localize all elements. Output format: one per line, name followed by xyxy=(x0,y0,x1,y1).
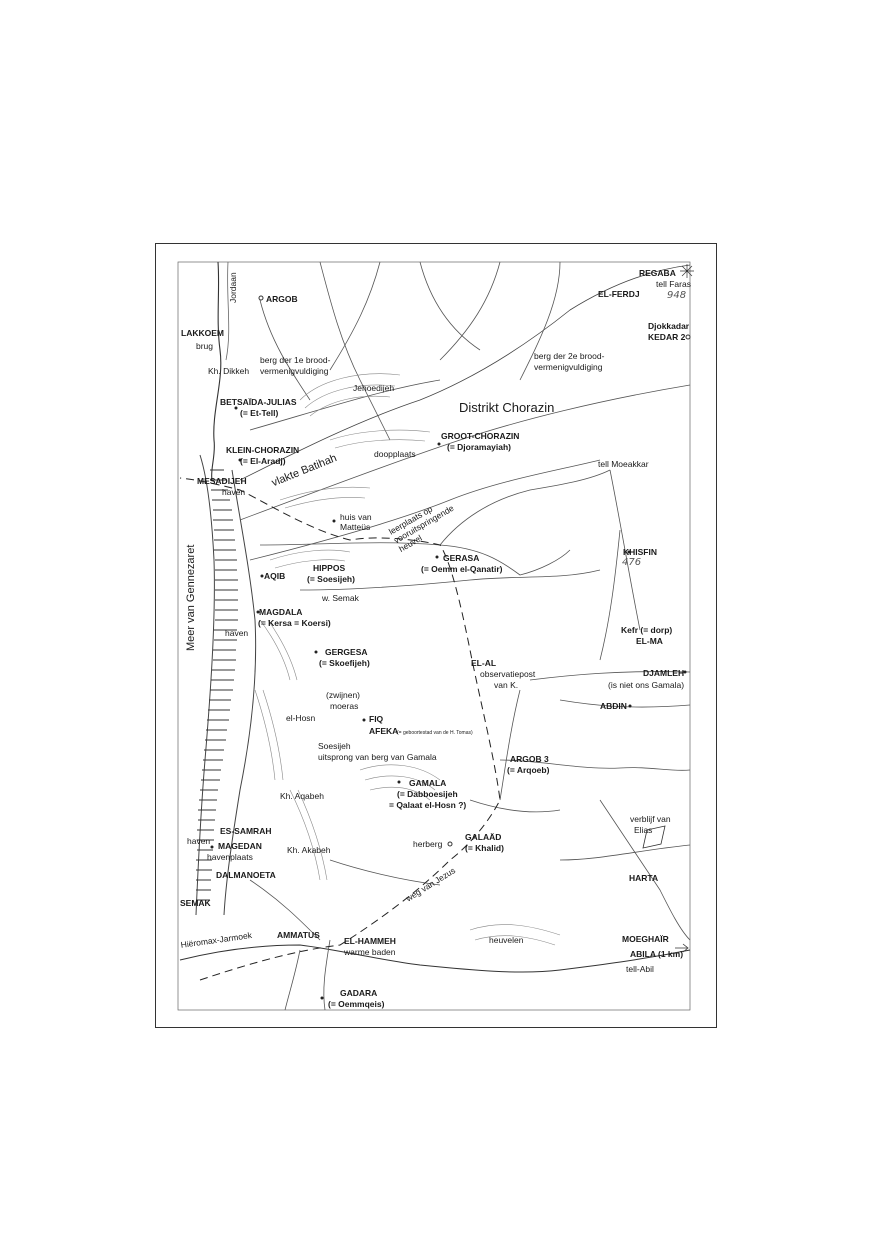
place-tell-faras: tell Faras xyxy=(656,279,691,289)
place-oemm-el-qanatir: (= Oemm el-Qanatir) xyxy=(421,564,503,574)
place-brug: brug xyxy=(196,341,214,351)
page-number-948: 948 xyxy=(667,290,687,301)
huis-mattheus-1: huis van xyxy=(340,512,372,522)
place-oemmqeis: (= Oemmqeis) xyxy=(328,999,385,1009)
place-argob: ARGOB xyxy=(266,294,298,304)
place-dalmanoeta: DALMANOETA xyxy=(216,870,276,880)
place-moeghair: MOEGHAÏR xyxy=(622,934,669,944)
place-groot-chorazin: GROOT-CHORAZIN xyxy=(441,431,520,441)
place-argob-3: ARGOB 3 xyxy=(510,754,549,764)
place-kersa: (= Kersa = Koersi) xyxy=(258,618,331,628)
place-soesijeh-2: Soesijeh xyxy=(318,741,351,751)
place-semak: SEMAK xyxy=(180,898,211,908)
place-djokkadar: Djokkadar xyxy=(648,321,690,331)
place-abila: ABILA (1 km) xyxy=(630,949,684,959)
place-et-tell: (= Et-Tell) xyxy=(240,408,279,418)
place-niet-gamala: (is niet ons Gamala) xyxy=(608,680,685,690)
map-frame xyxy=(155,243,717,1028)
place-gerasa: GERASA xyxy=(443,553,480,563)
place-w-semak: w. Semak xyxy=(322,593,359,603)
page-number-476: 476 xyxy=(622,557,642,568)
berg2-line1: berg der 2e brood- xyxy=(534,351,605,361)
district-label: Distrikt Chorazin xyxy=(459,400,555,415)
place-uitsprong: uitsprong van berg van Gamala xyxy=(318,752,437,762)
place-el-ferdj: EL-FERDJ xyxy=(598,289,640,299)
place-kh-dikkeh: Kh. Dikkeh xyxy=(208,366,250,376)
place-kh-akabeh: Kh. Akabeh xyxy=(287,845,331,855)
place-hippos: HIPPOS xyxy=(313,563,346,573)
place-haven-3: haven xyxy=(187,836,211,846)
huis-mattheus-2: Matteüs xyxy=(340,522,371,532)
berg2-line2: vermenigvuldiging xyxy=(534,362,603,372)
place-geboortestad: (= geboortestad van de H. Tomas) xyxy=(397,730,473,736)
place-tell-abil: tell-Abil xyxy=(626,964,654,974)
verblijf-1: verblijf van xyxy=(630,814,671,824)
place-khisfin: KHISFIN xyxy=(623,547,657,557)
place-djoramayiah: (= Djoramayiah) xyxy=(447,442,512,452)
place-gergesa: GERGESA xyxy=(325,647,368,657)
place-aqib: AQIB xyxy=(264,571,286,581)
berg1-line2: vermenigvuldiging xyxy=(260,366,329,376)
place-moeras: moeras xyxy=(330,701,359,711)
place-havenplaats: havenplaats xyxy=(207,852,253,862)
place-el-al: EL-AL xyxy=(471,658,497,668)
place-haven-1: haven xyxy=(222,487,246,497)
place-el-ma: EL-MA xyxy=(636,636,663,646)
place-kh-aqabeh: Kh. Aqabeh xyxy=(280,791,324,801)
place-gamala: GAMALA xyxy=(409,778,447,788)
place-herberg: herberg xyxy=(413,839,443,849)
place-kefr: Kefr (= dorp) xyxy=(621,625,673,635)
place-warme-baden: warme baden xyxy=(344,947,396,957)
place-regaba: REGABA xyxy=(639,268,676,278)
place-mesadijeh: MESADIJEH xyxy=(197,476,247,486)
place-zwijnen: (zwijnen) xyxy=(326,690,361,700)
place-fiq: FIQ xyxy=(369,714,384,724)
place-arqoeb: (= Arqoeb) xyxy=(507,765,550,775)
place-jehoedijeh: Jehoedijeh xyxy=(353,383,395,393)
place-el-hammeh: EL-HAMMEH xyxy=(344,936,396,946)
verblijf-2: Elias xyxy=(634,825,653,835)
place-haven-2: haven xyxy=(225,628,249,638)
place-doopplaats: doopplaats xyxy=(374,449,416,459)
river-jordan xyxy=(211,261,222,481)
place-klein-chorazin: KLEIN-CHORAZIN xyxy=(226,445,300,455)
river-jordan-label: Jordaan xyxy=(228,272,238,303)
route-jezus xyxy=(179,477,501,981)
river-yarmuk xyxy=(179,944,691,973)
lake-label: Meer van Gennezaret xyxy=(185,544,197,651)
place-galaad: GALAÄD xyxy=(465,832,502,842)
place-betsaida: BETSAÏDA-JULIAS xyxy=(220,397,297,407)
place-skoefijeh: (= Skoefijeh) xyxy=(319,658,370,668)
place-dabboesijeh: (= Dabboesijeh xyxy=(397,789,458,799)
place-lakkoem: LAKKOEM xyxy=(181,328,224,338)
place-el-hosn: el-Hosn xyxy=(286,713,316,723)
berg1-line1: berg der 1e brood- xyxy=(260,355,331,365)
map-border xyxy=(177,261,691,1011)
east-shore xyxy=(223,469,257,916)
lake-shore xyxy=(195,454,215,916)
place-djamleh: DJAMLEH xyxy=(643,668,685,678)
place-kedar: KEDAR 2 xyxy=(648,332,686,342)
place-tell-moeakkar: tell Moeakkar xyxy=(598,459,649,469)
observatiepost-2: van K. xyxy=(494,680,519,690)
place-gadara: GADARA xyxy=(340,988,378,998)
place-soesijeh: (= Soesijeh) xyxy=(307,574,355,584)
place-es-samrah: ES-SAMRAH xyxy=(220,826,272,836)
place-khalid: (= Khalid) xyxy=(465,843,504,853)
place-qalaat: = Qalaat el-Hosn ?) xyxy=(389,800,467,810)
place-ammatus: AMMATUS xyxy=(277,930,320,940)
place-afeka: AFEKA xyxy=(369,726,399,736)
place-abdin: ABDIN xyxy=(600,701,627,711)
observatiepost-1: observatiepost xyxy=(480,669,536,679)
place-el-aradj: (= El-Aradj) xyxy=(240,456,286,466)
place-heuvelen: heuvelen xyxy=(489,935,524,945)
place-magdala: MAGDALA xyxy=(259,607,303,617)
place-harta: HARTA xyxy=(629,873,659,883)
place-magedan: MAGEDAN xyxy=(218,841,262,851)
